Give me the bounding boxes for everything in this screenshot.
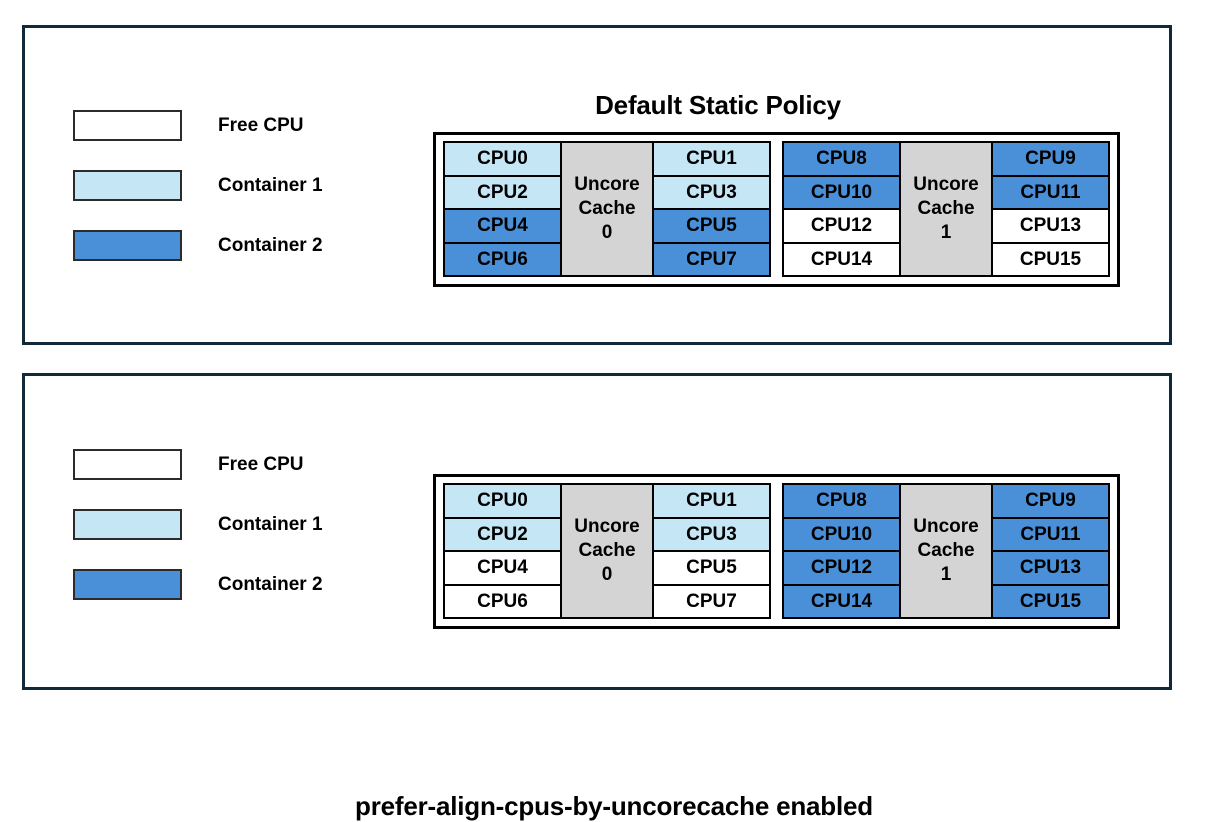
legend-item-container-1: Container 1	[73, 170, 323, 201]
legend-swatch-container-1	[73, 509, 182, 540]
cpu-cell: CPU6	[445, 585, 560, 617]
cpu-cell: CPU7	[654, 585, 769, 617]
legend-item-free-cpu: Free CPU	[73, 449, 323, 480]
legend: Free CPU Container 1 Container 2	[73, 110, 323, 290]
socket-uncore-cache-1: CPU8 CPU10 CPU12 CPU14 Uncore Cache 1 CP…	[782, 483, 1110, 619]
cpu-cell: CPU5	[654, 552, 769, 586]
cpu-cell: CPU11	[993, 176, 1108, 210]
cpu-cell: CPU7	[654, 243, 769, 275]
cpu-cell: CPU11	[993, 518, 1108, 552]
cpu-cell: CPU4	[445, 210, 560, 244]
cpu-column-right: CPU1 CPU3 CPU5 CPU7	[654, 485, 769, 617]
legend-swatch-free-cpu	[73, 449, 182, 480]
cpu-column-left: CPU8 CPU10 CPU12 CPU14	[784, 485, 899, 617]
uncore-cache-block: Uncore Cache 0	[560, 143, 654, 275]
panel-prefer-align-cpus-by-uncorecache: prefer-align-cpus-by-uncorecache enabled…	[22, 373, 1172, 821]
panel-title-text: prefer-align-cpus-by-uncorecache enabled	[355, 791, 873, 821]
legend-item-container-1: Container 1	[73, 509, 323, 540]
cpu-cell: CPU13	[993, 552, 1108, 586]
legend-swatch-container-2	[73, 230, 182, 261]
legend-swatch-container-1	[73, 170, 182, 201]
uncore-cache-line-1: Uncore	[913, 516, 979, 538]
cpu-cell: CPU13	[993, 210, 1108, 244]
cpu-cell: CPU3	[654, 518, 769, 552]
cpu-column-left: CPU0 CPU2 CPU4 CPU6	[445, 485, 560, 617]
uncore-cache-index: 1	[940, 221, 952, 243]
cpu-cell: CPU9	[993, 485, 1108, 519]
uncore-cache-index: 0	[601, 221, 613, 243]
cpu-cell: CPU1	[654, 143, 769, 177]
cpu-cell: CPU15	[993, 243, 1108, 275]
cpu-topology-diagram: CPU0 CPU2 CPU4 CPU6 Uncore Cache 0 CPU1 …	[433, 474, 1120, 629]
socket-uncore-cache-0: CPU0 CPU2 CPU4 CPU6 Uncore Cache 0 CPU1 …	[443, 141, 771, 277]
panel-title-text: Default Static Policy	[595, 90, 841, 120]
cpu-cell: CPU5	[654, 210, 769, 244]
cpu-topology-diagram: CPU0 CPU2 CPU4 CPU6 Uncore Cache 0 CPU1 …	[433, 132, 1120, 287]
uncore-cache-block: Uncore Cache 1	[899, 485, 993, 617]
legend: Free CPU Container 1 Container 2	[73, 449, 323, 629]
cpu-cell: CPU2	[445, 176, 560, 210]
legend-swatch-free-cpu	[73, 110, 182, 141]
cpu-cell: CPU10	[784, 518, 899, 552]
cpu-column-left: CPU0 CPU2 CPU4 CPU6	[445, 143, 560, 275]
cpu-column-right: CPU1 CPU3 CPU5 CPU7	[654, 143, 769, 275]
legend-label-container-2: Container 2	[218, 234, 323, 256]
cpu-cell: CPU8	[784, 143, 899, 177]
uncore-cache-index: 0	[601, 563, 613, 585]
legend-item-free-cpu: Free CPU	[73, 110, 323, 141]
cpu-column-right: CPU9 CPU11 CPU13 CPU15	[993, 485, 1108, 617]
legend-label-free-cpu: Free CPU	[218, 114, 304, 136]
panel-title: prefer-align-cpus-by-uncorecache enabled	[25, 791, 1175, 822]
cpu-cell: CPU14	[784, 585, 899, 617]
cpu-cell: CPU2	[445, 518, 560, 552]
uncore-cache-index: 1	[940, 563, 952, 585]
panel-default-static-policy: Default Static Policy Free CPU Container…	[22, 25, 1172, 345]
uncore-cache-line-2: Cache	[578, 198, 636, 220]
cpu-cell: CPU8	[784, 485, 899, 519]
cpu-cell: CPU1	[654, 485, 769, 519]
cpu-cell: CPU12	[784, 552, 899, 586]
cpu-cell: CPU0	[445, 143, 560, 177]
uncore-cache-line-2: Cache	[917, 540, 975, 562]
uncore-cache-line-1: Uncore	[574, 516, 640, 538]
uncore-cache-line-2: Cache	[578, 540, 636, 562]
cpu-cell: CPU15	[993, 585, 1108, 617]
cpu-cell: CPU9	[993, 143, 1108, 177]
legend-label-container-1: Container 1	[218, 174, 323, 196]
uncore-cache-block: Uncore Cache 1	[899, 143, 993, 275]
legend-label-container-2: Container 2	[218, 573, 323, 595]
cpu-column-right: CPU9 CPU11 CPU13 CPU15	[993, 143, 1108, 275]
cpu-cell: CPU6	[445, 243, 560, 275]
legend-label-free-cpu: Free CPU	[218, 453, 304, 475]
legend-item-container-2: Container 2	[73, 230, 323, 261]
cpu-cell: CPU4	[445, 552, 560, 586]
socket-uncore-cache-1: CPU8 CPU10 CPU12 CPU14 Uncore Cache 1 CP…	[782, 141, 1110, 277]
cpu-cell: CPU12	[784, 210, 899, 244]
uncore-cache-block: Uncore Cache 0	[560, 485, 654, 617]
cpu-cell: CPU3	[654, 176, 769, 210]
uncore-cache-line-2: Cache	[917, 198, 975, 220]
cpu-cell: CPU10	[784, 176, 899, 210]
cpu-cell: CPU14	[784, 243, 899, 275]
uncore-cache-line-1: Uncore	[913, 174, 979, 196]
cpu-column-left: CPU8 CPU10 CPU12 CPU14	[784, 143, 899, 275]
socket-uncore-cache-0: CPU0 CPU2 CPU4 CPU6 Uncore Cache 0 CPU1 …	[443, 483, 771, 619]
cpu-cell: CPU0	[445, 485, 560, 519]
legend-label-container-1: Container 1	[218, 513, 323, 535]
uncore-cache-line-1: Uncore	[574, 174, 640, 196]
legend-swatch-container-2	[73, 569, 182, 600]
legend-item-container-2: Container 2	[73, 569, 323, 600]
panel-title: Default Static Policy	[25, 90, 1175, 121]
